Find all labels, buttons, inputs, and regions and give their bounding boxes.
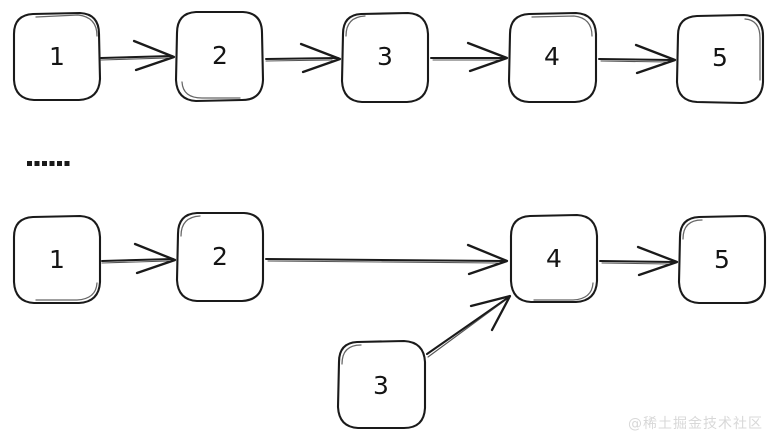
edge-bot-2-to-4-shaft-echo [267, 260, 499, 264]
row-top: 1 2 3 [12, 10, 765, 105]
node-top-1-label: 1 [49, 42, 65, 71]
edge-top-4-to-5[interactable] [598, 43, 677, 75]
edge-bot-1-to-2[interactable] [101, 242, 177, 275]
edge-bot-1-to-2-shaft-echo [101, 260, 170, 264]
node-bot-5-label: 5 [714, 245, 730, 274]
edge-bot-4-to-5-arrowhead [636, 245, 679, 277]
node-top-2-label: 2 [212, 41, 228, 70]
node-top-3[interactable]: 3 [340, 11, 430, 104]
edge-bot-3-to-4[interactable] [426, 294, 512, 358]
edge-top-3-to-4-arrowhead [466, 41, 509, 73]
node-top-5-sketch-overlay [744, 18, 761, 81]
edge-top-1-to-2[interactable] [100, 39, 176, 72]
edge-bot-3-to-4-arrowhead [469, 294, 512, 332]
ellipsis-separator [27, 161, 70, 166]
edge-bot-4-to-5-shaft-echo [601, 262, 670, 265]
ellipsis-dot [42, 161, 47, 166]
ellipsis-dot [57, 161, 62, 166]
node-bot-2-shape [175, 211, 265, 303]
node-bot-2-label: 2 [212, 242, 228, 271]
edge-bot-2-to-4-shaft [265, 258, 506, 262]
node-bot-2[interactable]: 2 [175, 211, 265, 303]
edge-top-4-to-5-arrowhead [634, 43, 677, 75]
edge-top-3-to-4[interactable] [430, 41, 509, 73]
node-top-2[interactable]: 2 [174, 10, 265, 103]
node-bot-3-label: 3 [373, 371, 389, 400]
node-top-4[interactable]: 4 [507, 11, 598, 104]
node-bot-1[interactable]: 1 [12, 214, 102, 305]
edge-bot-3-to-4-shaft [426, 296, 510, 355]
edge-bot-2-to-4-arrowhead [466, 243, 509, 276]
node-bot-1-label: 1 [49, 245, 65, 274]
ellipsis-dot [49, 161, 55, 166]
row-bottom: 1 2 4 [12, 211, 767, 430]
node-bot-5[interactable]: 5 [677, 214, 767, 305]
ellipsis-dot [27, 161, 32, 166]
node-bot-3[interactable]: 3 [336, 339, 427, 430]
node-top-2-sketch-overlay [181, 81, 241, 99]
node-bot-4[interactable]: 4 [509, 213, 599, 304]
node-top-2-shape [174, 10, 265, 103]
ellipsis-dot [34, 161, 40, 166]
node-top-1-sketch-overlay [35, 14, 98, 37]
node-bot-1-sketch-overlay [35, 282, 98, 301]
node-bot-5-sketch-overlay [682, 219, 703, 240]
edge-top-2-to-3-shaft [265, 57, 339, 60]
node-bot-4-sketch-overlay [533, 282, 594, 301]
node-top-1[interactable]: 1 [12, 11, 102, 102]
edge-top-1-to-2-shaft [100, 55, 173, 59]
node-top-3-shape [340, 11, 430, 104]
node-top-3-sketch-overlay [345, 15, 366, 37]
node-bot-2-sketch-overlay [180, 215, 201, 237]
ellipsis-dot [64, 161, 70, 166]
edge-bot-4-to-5[interactable] [599, 245, 679, 277]
edge-top-2-to-3-shaft-echo [265, 59, 333, 62]
node-bot-5-shape [677, 214, 767, 305]
node-bot-4-shape [509, 213, 599, 304]
edge-bot-2-to-4[interactable] [265, 243, 509, 276]
edge-top-4-to-5-shaft-echo [600, 60, 669, 63]
edge-top-2-to-3-arrowhead [299, 42, 342, 74]
edge-bot-1-to-2-shaft [101, 258, 174, 262]
edge-top-1-to-2-arrowhead [132, 39, 176, 72]
node-top-5[interactable]: 5 [675, 13, 765, 105]
node-top-5-shape [675, 13, 765, 105]
node-bot-3-shape [336, 339, 427, 430]
node-top-1-shape [12, 11, 102, 102]
edge-top-2-to-3[interactable] [265, 42, 342, 74]
node-top-3-label: 3 [377, 42, 393, 71]
node-top-5-label: 5 [712, 43, 728, 72]
watermark: @稀土掘金技术社区 [628, 416, 763, 432]
node-bot-4-label: 4 [546, 244, 562, 273]
edge-bot-4-to-5-shaft [599, 260, 676, 263]
edge-bot-3-to-4-shaft-echo [427, 300, 505, 358]
node-bot-1-shape [12, 214, 102, 305]
node-bot-3-sketch-overlay [341, 344, 362, 365]
edge-bot-1-to-2-arrowhead [133, 242, 177, 275]
node-top-4-label: 4 [544, 42, 560, 71]
node-top-4-shape [507, 11, 598, 104]
node-top-4-sketch-overlay [531, 15, 593, 37]
edge-top-4-to-5-shaft [598, 58, 674, 61]
edge-top-1-to-2-shaft-echo [100, 57, 169, 61]
